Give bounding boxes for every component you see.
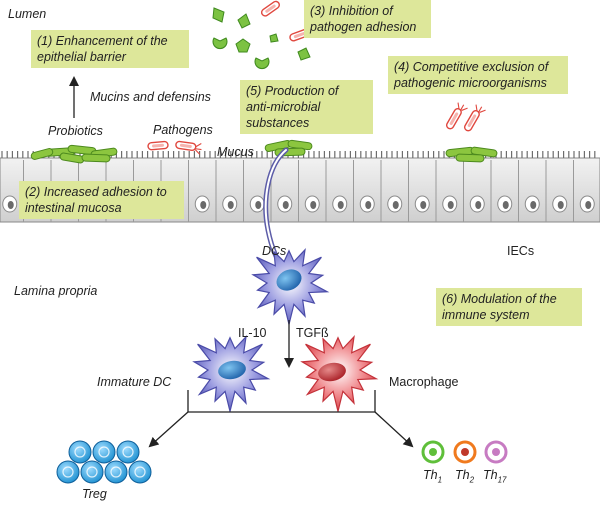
- th17-label: Th17: [483, 468, 507, 485]
- probiotic-bacteria: [30, 139, 498, 164]
- immature-dendritic-cell: [192, 335, 271, 412]
- mucins-defensins-label: Mucins and defensins: [90, 90, 211, 104]
- pathogens-label: Pathogens: [153, 123, 213, 137]
- immature-dc-label: Immature DC: [97, 375, 172, 389]
- probiotics-label: Probiotics: [48, 124, 103, 138]
- tgfb-label: TGFß: [296, 326, 329, 340]
- th-cells: [421, 440, 508, 464]
- treg-label: Treg: [82, 487, 107, 501]
- antimicrobial-substances: [212, 7, 311, 70]
- il10-label: IL-10: [238, 326, 267, 340]
- dcs-label: DCs: [262, 244, 287, 258]
- treg-cells: [56, 440, 152, 484]
- arrows: [69, 76, 414, 448]
- mucus-label: Mucus: [217, 145, 254, 159]
- lamina-propria-label: Lamina propria: [14, 284, 98, 298]
- th2-label: Th2: [455, 468, 475, 485]
- lumen-label: Lumen: [8, 7, 47, 21]
- macrophage-label: Macrophage: [389, 375, 459, 389]
- dendritic-cell: [251, 248, 330, 325]
- macrophage-cell: [300, 335, 379, 412]
- iecs-label: IECs: [507, 244, 535, 258]
- th1-label: Th1: [423, 468, 443, 485]
